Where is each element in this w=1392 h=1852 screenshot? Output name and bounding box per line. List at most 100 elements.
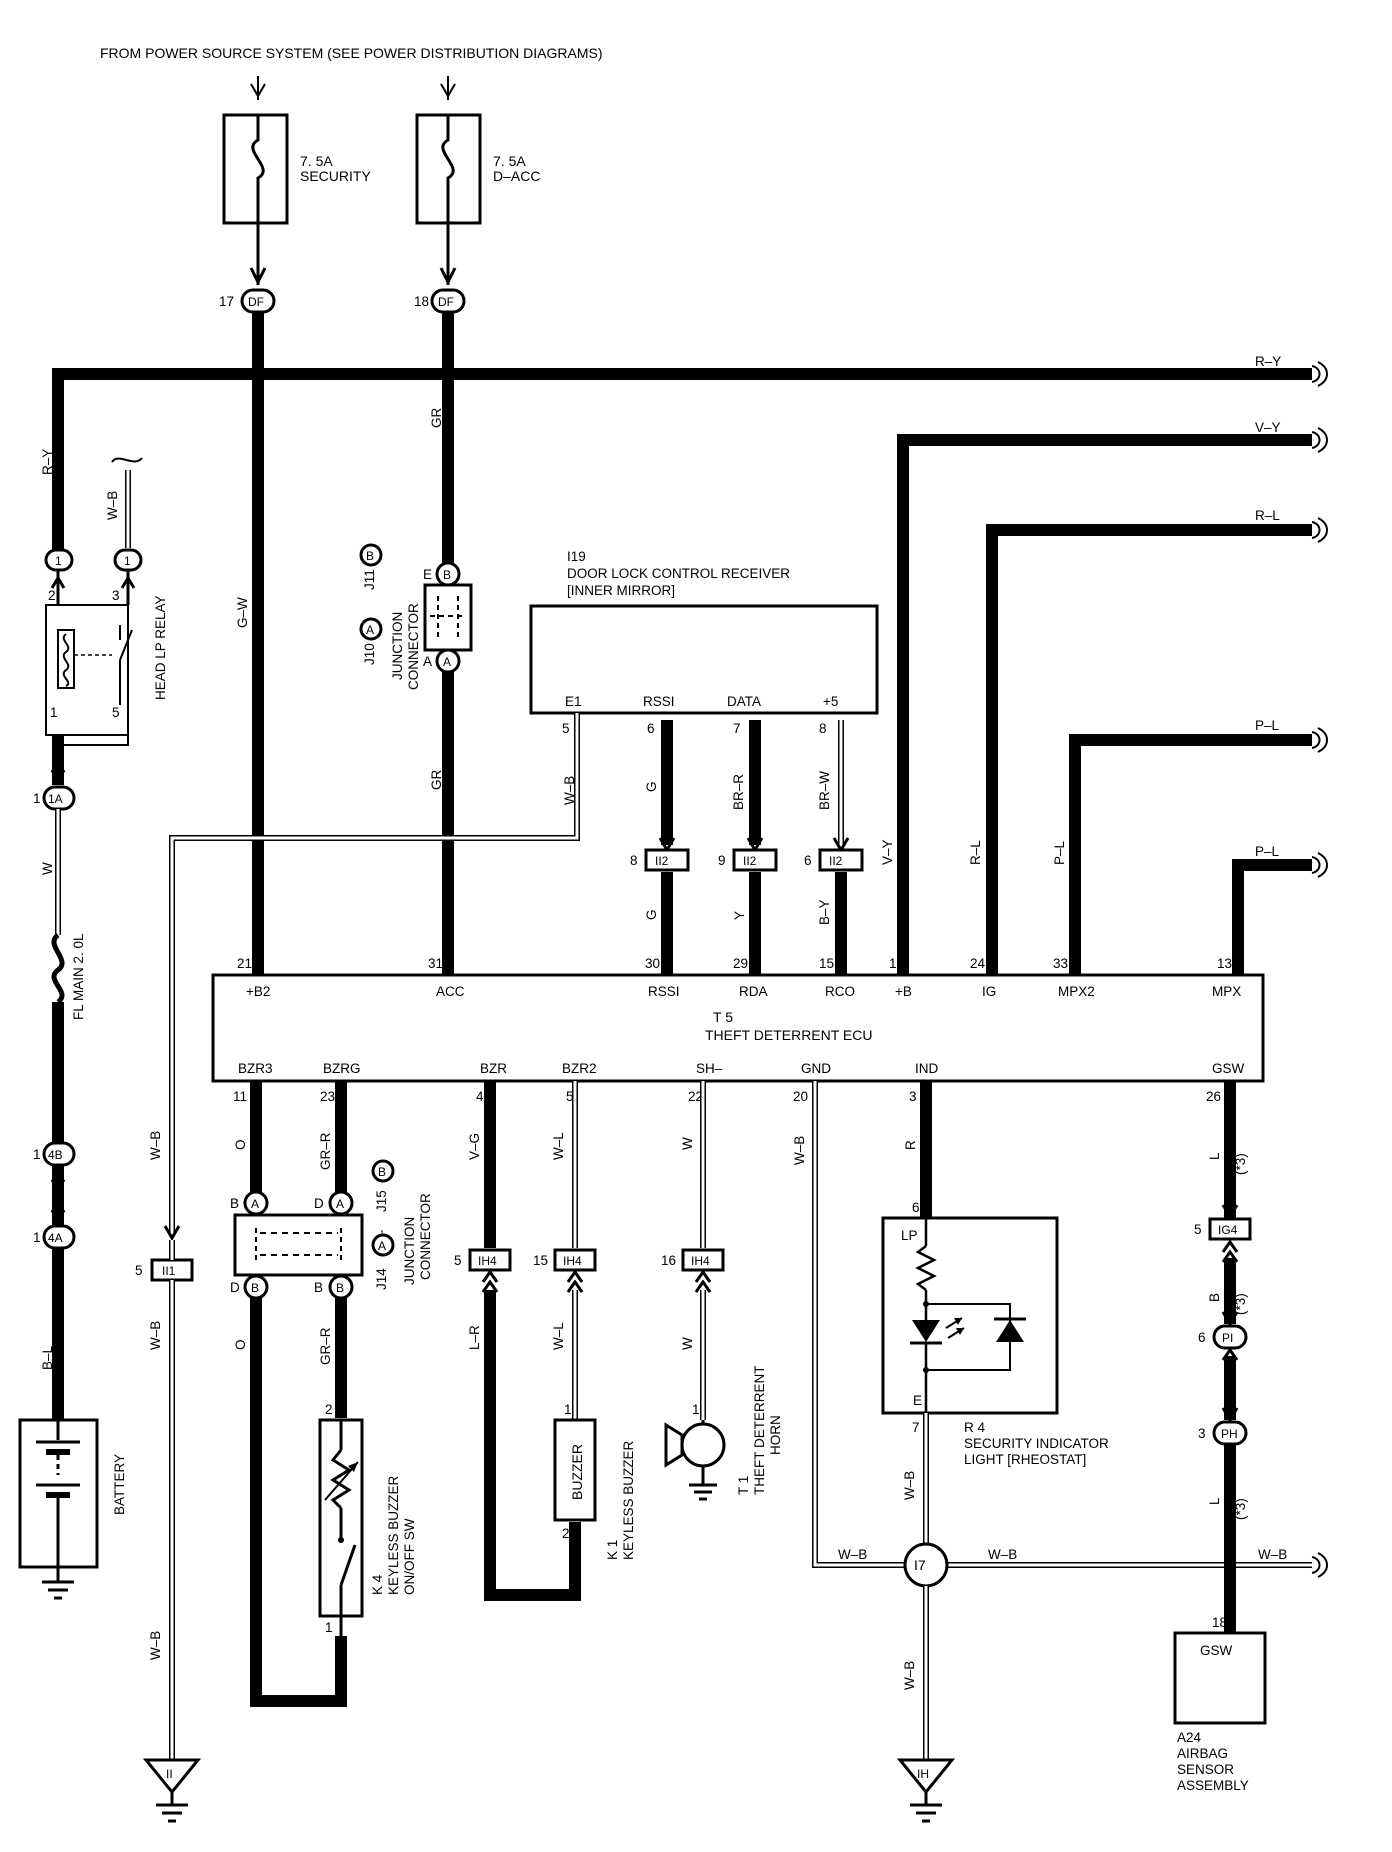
wire-o-low: O (233, 1339, 248, 1350)
ecu-bottom-pin-22-num: 22 (688, 1089, 703, 1104)
wire-w-horn: W (680, 1337, 695, 1350)
fusible-link-name: FL MAIN 2. 0L (71, 933, 86, 1020)
a24-name-2: SENSOR (1177, 1762, 1234, 1777)
k1-inner: BUZZER (569, 1444, 585, 1500)
wire-wl-low: W–L (551, 1322, 566, 1350)
power-input-arrows (250, 76, 456, 100)
wire-wb-ih: W–B (902, 1661, 917, 1690)
ecu-bottom-pin-4-num: 4 (476, 1089, 484, 1104)
connector-ph-pin: 3 (1198, 1426, 1206, 1441)
receiver-pin-e1-label: E1 (565, 694, 582, 709)
wire-r-ind: R (903, 1140, 918, 1150)
r4-name-2: LIGHT [RHEOSTAT] (964, 1452, 1086, 1467)
wire-y-low: Y (732, 911, 747, 920)
junction-bottom-code-2: J14 (374, 1268, 389, 1290)
connector-4b-code: 4B (48, 1148, 63, 1162)
a24-name-1: AIRBAG (1177, 1746, 1228, 1761)
connector-ih4-b-code: IH4 (563, 1254, 582, 1268)
t1-id: T 1 (736, 1476, 751, 1495)
wire-wb-relay: W–B (105, 491, 120, 520)
junction-bottom-sep: , (380, 1220, 384, 1235)
wire-o-top: O (233, 1139, 248, 1150)
connector-ig4-code: IG4 (1218, 1223, 1238, 1237)
ecu-bottom-pin-bzr: BZR (480, 1061, 507, 1076)
wire-g-low: G (644, 909, 659, 920)
ecu-top-pin-15-num: 15 (819, 956, 834, 971)
connector-ih4-b-pin: 15 (533, 1253, 548, 1268)
junction-bottom-pin-a-left: A (251, 1197, 259, 1211)
note-3c: (*3) (1233, 1498, 1248, 1520)
wire-wb-i7-left: W–B (838, 1547, 867, 1562)
connector-ii2-group: II2 8 II2 9 II2 6 (630, 837, 864, 872)
connector-ii2-b-pin: 9 (718, 853, 726, 868)
connector-ig4-pin: 5 (1194, 1222, 1202, 1237)
connector-4a-code: 4A (48, 1231, 63, 1245)
ecu-top-pin-ig: IG (982, 984, 996, 999)
receiver-pin-rssi-label: RSSI (643, 694, 675, 709)
wire-b-gsw: B (1207, 1293, 1222, 1302)
connector-ii1-pin: 5 (135, 1263, 143, 1278)
junction-top-label-2: CONNECTOR (406, 603, 421, 690)
ecu-top-pin-mpx: MPX (1212, 984, 1241, 999)
k4-id: K 4 (370, 1574, 385, 1595)
wire-ry-left: R–Y (40, 449, 55, 475)
note-3a: (*3) (1233, 1153, 1248, 1175)
wire-gr-top: GR (429, 407, 444, 428)
k4-name-2: ON/OFF SW (402, 1518, 417, 1595)
ecu-top-pin-rco: RCO (825, 984, 855, 999)
fuse-security-name: SECURITY (300, 168, 371, 184)
connector-pi-pin: 6 (1198, 1330, 1206, 1345)
k4-pin-1: 1 (325, 1620, 333, 1635)
ecu-bottom-pin-26-num: 26 (1206, 1089, 1221, 1104)
connector-ii2-b-code: II2 (743, 854, 757, 868)
a24-id: A24 (1177, 1730, 1202, 1745)
door-lock-receiver: I19 DOOR LOCK CONTROL RECEIVER [INNER MI… (529, 549, 879, 736)
relay-pin-2: 2 (48, 588, 56, 603)
junction-bottom-code: J15 (374, 1190, 389, 1212)
ecu-bottom-pin-23-num: 23 (320, 1089, 335, 1104)
ecu-top-pin-13-num: 13 (1217, 956, 1232, 971)
wire-lr: L–R (467, 1325, 482, 1350)
ecu-bottom-pin-sh: SH– (696, 1061, 723, 1076)
ecu-top-pin-30-num: 30 (645, 956, 660, 971)
wire-g-rssi: G (644, 781, 659, 792)
receiver-pin-5v-num: 8 (819, 721, 827, 736)
a24-inner: GSW (1200, 1643, 1233, 1658)
wire-wb-e1-route (169, 713, 580, 1235)
connector-4a-pin: 1 (33, 1230, 41, 1245)
ecu-name: THEFT DETERRENT ECU (705, 1027, 873, 1043)
r4-pin-7: 7 (912, 1420, 920, 1435)
connector-ih4-c-code: IH4 (691, 1254, 710, 1268)
connector-ii1: II1 5 W–B W–B W–B II (135, 1131, 202, 1823)
wire-vy-right: V–Y (1255, 420, 1281, 435)
ecu-top-pin-acc: ACC (436, 984, 465, 999)
wire-wb-far-right: W–B (1258, 1547, 1287, 1562)
ecu-top-pin-31-num: 31 (428, 956, 443, 971)
wire-w-fuse: W (40, 862, 55, 875)
t1-pin-1: 1 (692, 1402, 700, 1417)
junction-bottom-tag-dr: D (314, 1196, 324, 1211)
junction-bottom-label-2: CONNECTOR (418, 1193, 433, 1280)
r4-name-1: SECURITY INDICATOR (964, 1436, 1109, 1451)
wire-wl-top: W–L (551, 1132, 566, 1160)
k4-buzzer-switch: 2 1 K 4 KEYLESS BUZZER ON/OFF SW (318, 1402, 417, 1636)
main-feed: 1A 1 W FL MAIN 2. 0L 4B 1 4A 1 B–L (33, 735, 86, 1420)
wire-grr-top: GR–R (318, 1132, 333, 1170)
relay-pin-5: 5 (112, 705, 120, 720)
k1-pin-2: 2 (562, 1526, 570, 1541)
connector-df-17-code: DF (248, 295, 264, 309)
ecu-bottom-pin-5-num: 5 (566, 1089, 574, 1104)
wire-vy: V–Y (880, 839, 895, 865)
wire-pl: P–L (1052, 840, 1067, 865)
ground-wiring: W–B W–B W–B W–B (792, 1081, 1312, 1568)
fuse-security: 7. 5A SECURITY (222, 113, 371, 225)
receiver-title: DOOR LOCK CONTROL RECEIVER (567, 566, 790, 581)
a24-airbag-sensor: L (*3) IG4 5 B (*3) PI 6 PH 3 L (*3) 18 … (1173, 1081, 1267, 1793)
connector-4b-pin: 1 (33, 1147, 41, 1162)
r4-lp: LP (901, 1228, 918, 1243)
junction-bottom-pin-a-right: A (336, 1197, 344, 1211)
ecu-bottom-pin-gsw: GSW (1212, 1061, 1245, 1076)
head-lp-relay: 1 1 2 3 1 5 HEAD LP RELAY (44, 457, 168, 746)
junction-bottom-pin-b-right: B (336, 1281, 344, 1295)
